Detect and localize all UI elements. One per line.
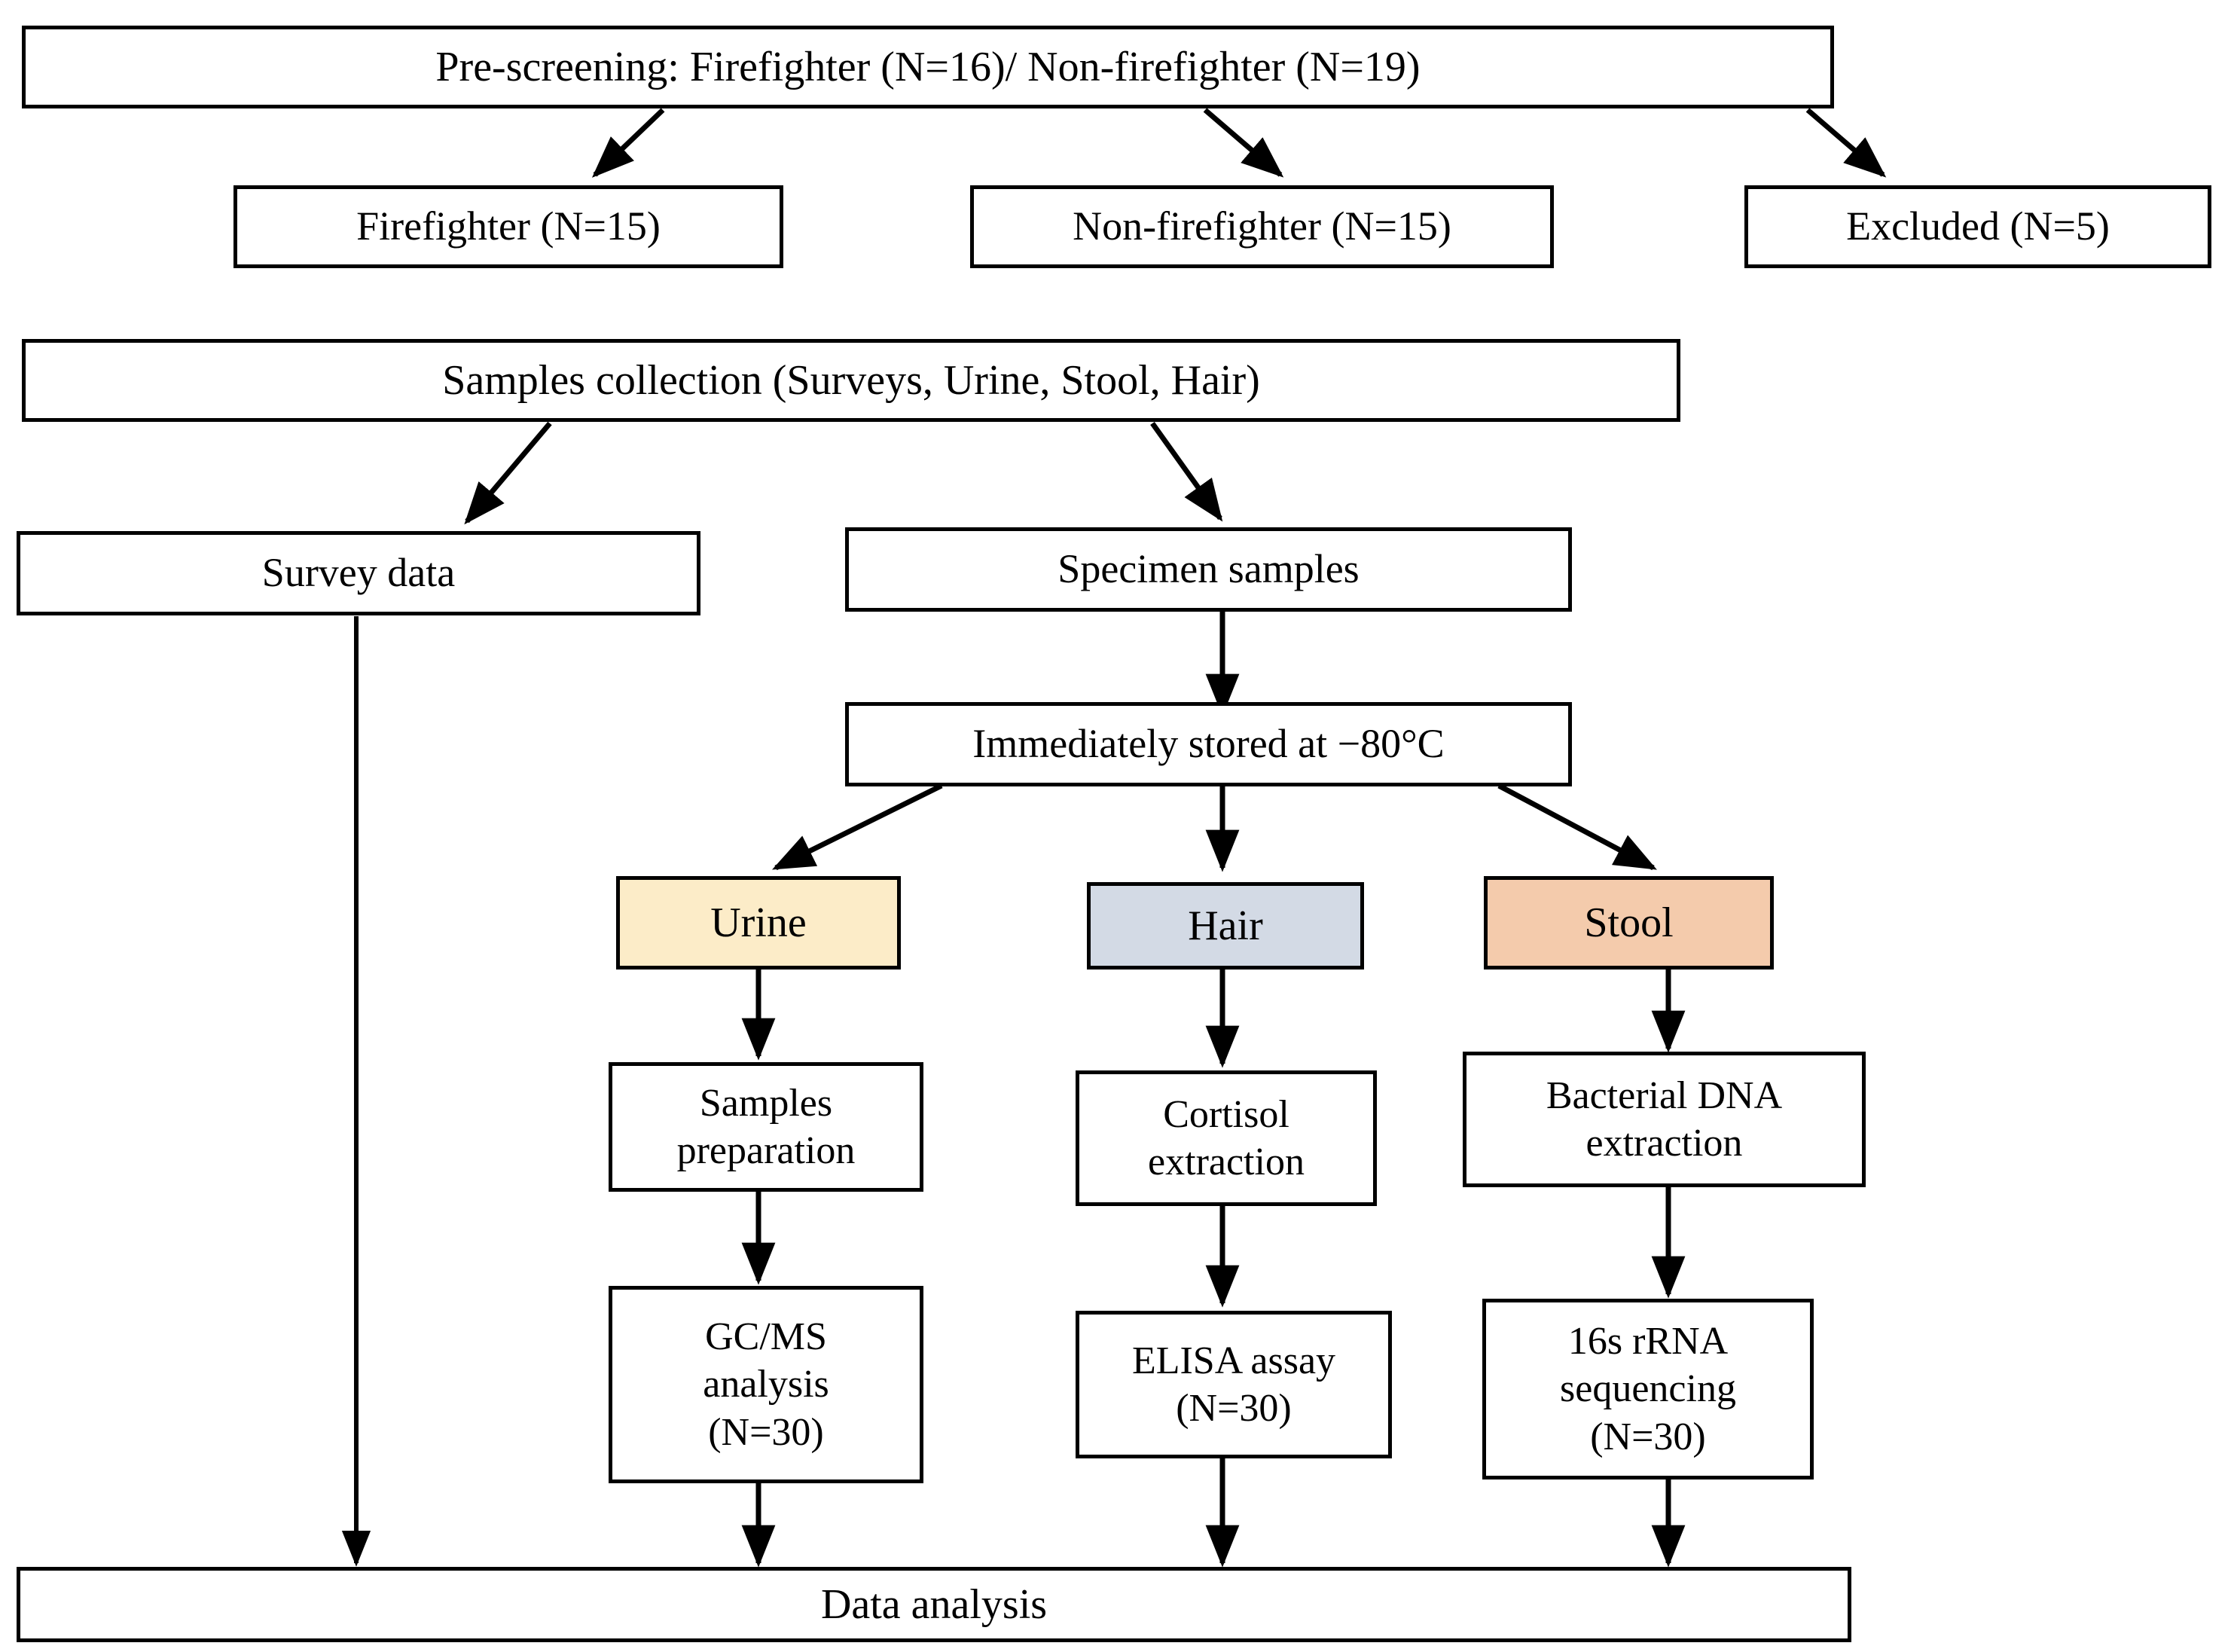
- node-non-firefighter-label: Non-firefighter (N=15): [1073, 203, 1451, 249]
- node-excluded-label: Excluded (N=5): [1846, 203, 2110, 249]
- edge-stored-to-urine: [771, 783, 943, 871]
- node-immediately-stored-label: Immediately stored at −80°C: [972, 721, 1445, 767]
- node-samples-collection[interactable]: Samples collection (Surveys, Urine, Stoo…: [22, 339, 1680, 422]
- edge-stored-to-stool: [1497, 783, 1657, 871]
- node-data-analysis[interactable]: Data analysis: [17, 1567, 1851, 1642]
- node-firefighter[interactable]: Firefighter (N=15): [233, 185, 783, 268]
- node-firefighter-label: Firefighter (N=15): [356, 203, 661, 249]
- node-hair-label: Hair: [1188, 902, 1263, 949]
- node-rrna-sequencing[interactable]: 16s rRNA sequencing (N=30): [1482, 1299, 1814, 1479]
- node-stool-label: Stool: [1584, 899, 1674, 946]
- node-survey-data[interactable]: Survey data: [17, 531, 700, 615]
- node-urine[interactable]: Urine: [616, 876, 901, 970]
- node-rrna-sequencing-label: 16s rRNA sequencing (N=30): [1560, 1319, 1736, 1458]
- node-urine-label: Urine: [710, 899, 807, 946]
- node-gcms-analysis-label: GC/MS analysis (N=30): [703, 1315, 829, 1454]
- node-bacterial-dna-extraction[interactable]: Bacterial DNA extraction: [1463, 1052, 1866, 1187]
- node-cortisol-extraction-label: Cortisol extraction: [1148, 1092, 1305, 1183]
- node-stool[interactable]: Stool: [1484, 876, 1774, 970]
- edge-samples-to-survey: [464, 421, 552, 525]
- node-immediately-stored[interactable]: Immediately stored at −80°C: [845, 702, 1572, 786]
- node-hair[interactable]: Hair: [1087, 882, 1364, 970]
- node-gcms-analysis[interactable]: GC/MS analysis (N=30): [609, 1286, 923, 1483]
- node-samples-collection-label: Samples collection (Surveys, Urine, Stoo…: [442, 356, 1260, 404]
- node-specimen-samples-label: Specimen samples: [1057, 546, 1360, 592]
- node-elisa-assay-label: ELISA assay (N=30): [1131, 1339, 1336, 1430]
- node-cortisol-extraction[interactable]: Cortisol extraction: [1076, 1070, 1377, 1206]
- node-excluded[interactable]: Excluded (N=5): [1744, 185, 2211, 268]
- edge-prescreening-to-nonfirefighter: [1203, 108, 1284, 178]
- edge-prescreening-to-excluded: [1805, 108, 1887, 178]
- node-non-firefighter[interactable]: Non-firefighter (N=15): [970, 185, 1554, 268]
- node-survey-data-label: Survey data: [261, 550, 456, 596]
- edge-prescreening-to-firefighter: [591, 108, 665, 178]
- node-samples-preparation-label: Samples preparation: [676, 1081, 856, 1172]
- node-pre-screening[interactable]: Pre-screening: Firefighter (N=16)/ Non-f…: [22, 26, 1834, 108]
- edge-samples-to-specimen: [1150, 421, 1223, 522]
- node-elisa-assay[interactable]: ELISA assay (N=30): [1076, 1311, 1392, 1458]
- node-specimen-samples[interactable]: Specimen samples: [845, 527, 1572, 612]
- node-samples-preparation[interactable]: Samples preparation: [609, 1062, 923, 1192]
- node-pre-screening-label: Pre-screening: Firefighter (N=16)/ Non-f…: [435, 43, 1421, 90]
- node-data-analysis-label: Data analysis: [820, 1580, 1048, 1628]
- node-bacterial-dna-extraction-label: Bacterial DNA extraction: [1546, 1073, 1783, 1165]
